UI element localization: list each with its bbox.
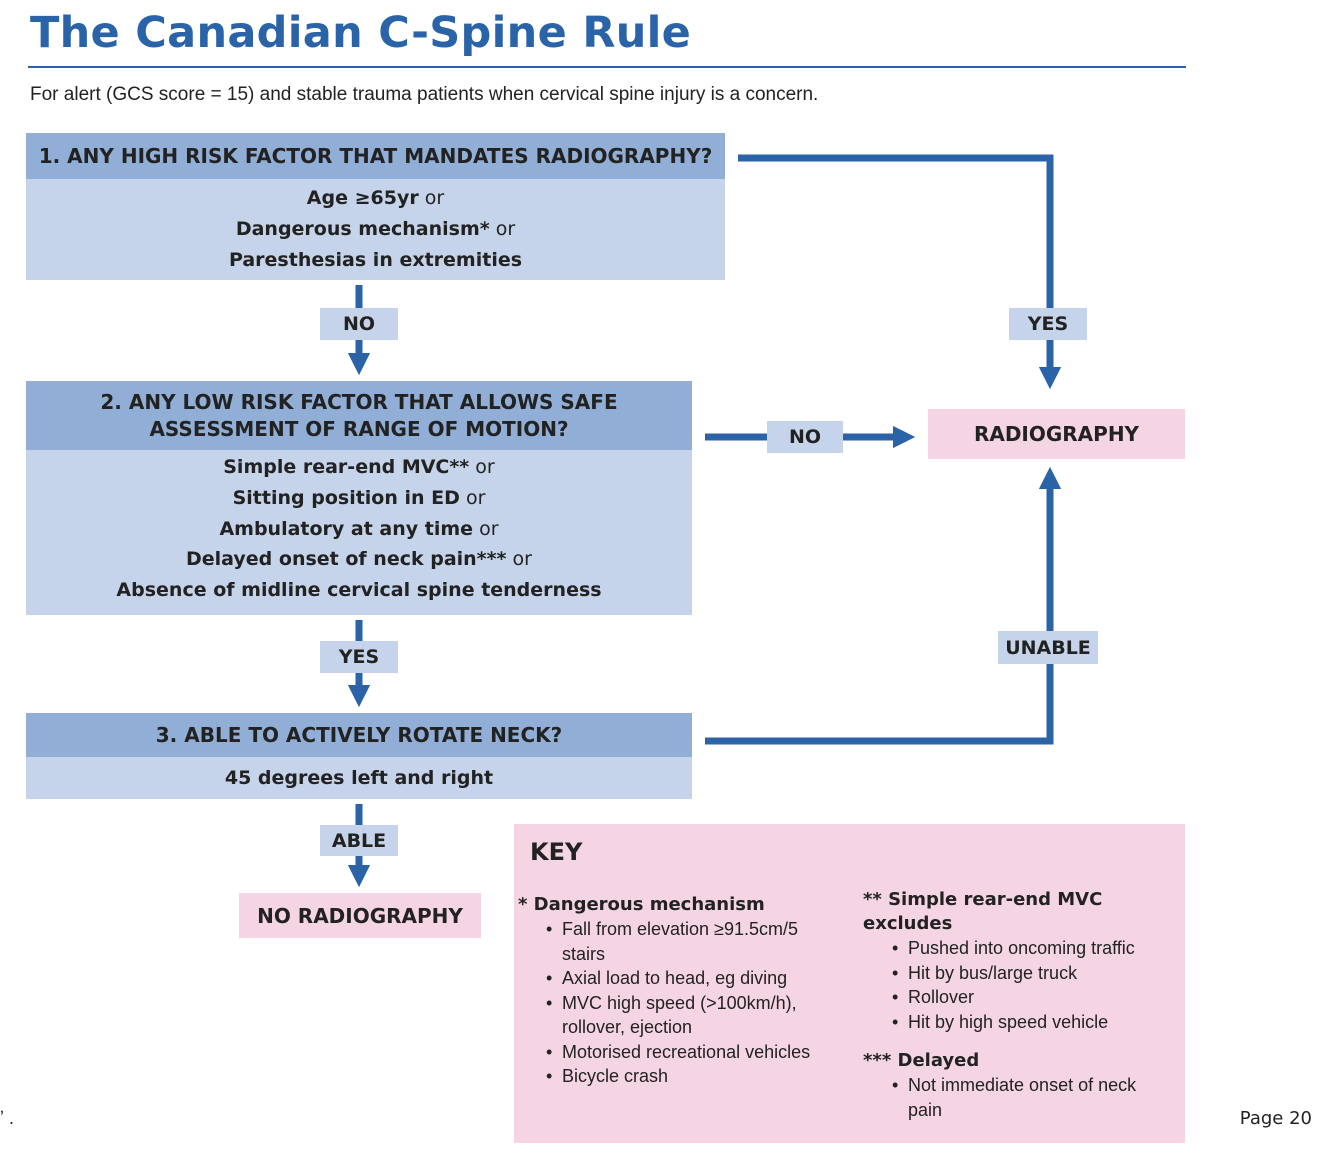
step2-item: Absence of midline cervical spine tender… — [116, 579, 602, 602]
step1-item: Paresthesias in extremities — [228, 248, 523, 271]
edge-mark: ʼ . — [0, 1108, 15, 1128]
label-no-step1: NO — [320, 308, 398, 340]
key-dangerous-item: Motorised recreational vehicles — [542, 1040, 822, 1065]
outcome-radiography: RADIOGRAPHY — [928, 409, 1185, 459]
step2-body: Simple rear-end MVC** or Sitting positio… — [26, 450, 692, 615]
key-dangerous-mechanism: * Dangerous mechanism Fall from elevatio… — [518, 893, 838, 1089]
step1-header: 1. ANY HIGH RISK FACTOR THAT MANDATES RA… — [26, 133, 725, 179]
key-delayed-heading: *** Delayed — [863, 1050, 980, 1071]
step2-header: 2. ANY LOW RISK FACTOR THAT ALLOWS SAFE … — [26, 381, 692, 450]
key-dangerous-item: Bicycle crash — [542, 1064, 822, 1089]
key-simple-item: Pushed into oncoming traffic — [888, 936, 1178, 961]
page-number: Page 20 — [1239, 1108, 1312, 1129]
step3-header-text: 3. ABLE TO ACTIVELY ROTATE NECK? — [155, 722, 563, 747]
label-yes-step2: YES — [320, 641, 398, 673]
key-simple-mvc: ** Simple rear-end MVC excludes Pushed i… — [863, 888, 1181, 1034]
label-yes-step1: YES — [1009, 308, 1087, 340]
title-divider — [28, 66, 1186, 68]
key-delayed: *** Delayed Not immediate onset of neck … — [863, 1049, 1181, 1122]
step1-item: Dangerous mechanism* or — [235, 217, 516, 240]
key-dangerous-item: Fall from elevation ≥91.5cm/5 stairs — [542, 917, 822, 966]
key-title: KEY — [530, 838, 583, 866]
step2-header-line2: ASSESSMENT OF RANGE OF MOTION? — [149, 416, 569, 441]
step1-item: Age ≥65yr or — [306, 187, 445, 209]
page-subtitle: For alert (GCS score = 15) and stable tr… — [30, 84, 819, 105]
key-simple-item: Hit by bus/large truck — [888, 961, 1178, 986]
outcome-no-radiography: NO RADIOGRAPHY — [239, 893, 481, 938]
key-simple-heading: ** Simple rear-end MVC excludes — [863, 889, 1103, 934]
key-dangerous-item: Axial load to head, eg diving — [542, 966, 822, 991]
key-delayed-item: Not immediate onset of neck pain — [888, 1073, 1158, 1122]
step3-body-text: 45 degrees left and right — [224, 767, 494, 789]
step2-item: Simple rear-end MVC** or — [223, 456, 495, 478]
step3-body: 45 degrees left and right — [26, 757, 692, 799]
step2-item: Sitting position in ED or — [232, 486, 486, 509]
label-no-step2: NO — [767, 421, 843, 453]
arrow-step1-yes — [738, 154, 1062, 390]
step1-header-text: 1. ANY HIGH RISK FACTOR THAT MANDATES RA… — [38, 143, 713, 168]
step2-item: Delayed onset of neck pain*** or — [186, 548, 532, 571]
step1-body: Age ≥65yr or Dangerous mechanism* or Par… — [26, 179, 725, 280]
label-unable: UNABLE — [998, 631, 1098, 664]
arrow-step3-unable — [705, 466, 1062, 745]
step2-header-line1: 2. ANY LOW RISK FACTOR THAT ALLOWS SAFE — [100, 389, 618, 414]
key-simple-item: Rollover — [888, 985, 1178, 1010]
key-dangerous-heading: * Dangerous mechanism — [518, 894, 765, 915]
step3-header: 3. ABLE TO ACTIVELY ROTATE NECK? — [26, 713, 692, 757]
page-title: The Canadian C-Spine Rule — [30, 8, 692, 58]
step2-item: Ambulatory at any time or — [219, 517, 499, 540]
key-simple-item: Hit by high speed vehicle — [888, 1010, 1178, 1035]
key-dangerous-item: MVC high speed (>100km/h), rollover, eje… — [542, 991, 822, 1040]
label-able: ABLE — [320, 825, 398, 856]
